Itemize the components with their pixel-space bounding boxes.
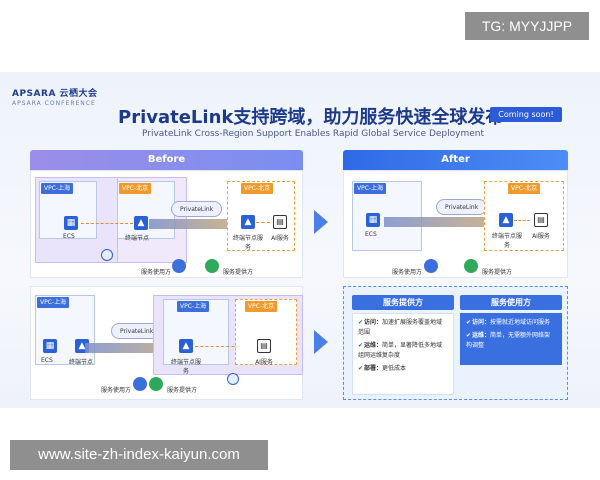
service-user-label: 服务使用方 (392, 269, 423, 276)
watermark-top: TG: MYYJJPP (465, 12, 589, 40)
check-icon: ✔ (358, 342, 364, 349)
after-diagram-1: VPC-上海 ▦ ECS PrivateLink VPC-北京 ▲ 终端节点服务… (343, 170, 568, 278)
before-header: Before (30, 150, 303, 170)
user-icon (172, 259, 186, 273)
service-provider-label: 服务提供方 (482, 269, 513, 276)
link-dash (81, 223, 133, 224)
vpc-tag: VPC-上海 (41, 183, 74, 194)
user-icon (133, 377, 147, 391)
benefit-item: ✔访问：按需就近地域访问服务 (466, 319, 551, 326)
ai-service-label: AI服务 (271, 235, 289, 242)
check-icon: ✔ (358, 365, 364, 372)
endpoint-service-icon: ▲ (179, 339, 193, 353)
vpc-tag: VPC-北京 (508, 183, 541, 194)
ai-service-label: AI服务 (532, 233, 550, 240)
coming-soon-badge: Coming soon! (490, 107, 562, 122)
ecs-icon: ▦ (366, 213, 380, 227)
before-diagram-2: VPC-上海 ▦ ECS ▲ 终端节点 PrivateLink VPC-上海 ▲… (30, 286, 303, 400)
user-icon (424, 259, 438, 273)
provider-card-title: 服务提供方 (352, 295, 454, 310)
ecs-label: ECS (63, 233, 75, 240)
privatelink-band (149, 219, 239, 229)
privatelink-band (384, 217, 504, 227)
user-icon (205, 259, 219, 273)
globe-icon (101, 249, 113, 261)
ai-service-icon: ▤ (273, 215, 287, 229)
check-icon: ✔ (466, 332, 472, 339)
vpc-tag: VPC-上海 (37, 297, 70, 308)
slide-title: PrivateLink支持跨域，助力服务快速全球发布 (118, 107, 504, 128)
link-dash (514, 220, 530, 221)
ecs-icon: ▦ (64, 216, 78, 230)
service-provider-label: 服务提供方 (223, 269, 254, 276)
service-provider-label: 服务提供方 (167, 387, 198, 394)
endpoint-label: 终端节点 (125, 235, 150, 242)
vpc-tag: VPC-北京 (119, 183, 152, 194)
provider-card: ✔访问：加速扩展服务覆盖地域范围 ✔运维：简单，显著降低多地域组网运维复杂度 ✔… (352, 313, 454, 395)
watermark-bottom: www.site-zh-index-kaiyun.com (10, 440, 268, 470)
benefit-item: ✔运维：简单，显著降低多地域组网运维复杂度 (358, 342, 443, 359)
privatelink-cloud: PrivateLink (171, 201, 223, 217)
user-icon (149, 377, 163, 391)
link-dash (256, 222, 270, 223)
after-benefits: 服务提供方 服务使用方 ✔访问：加速扩展服务覆盖地域范围 ✔运维：简单，显著降低… (343, 286, 568, 400)
privatelink-band (85, 343, 195, 353)
ai-service-label: AI服务 (255, 359, 273, 366)
endpoint-label: 终端节点 (69, 359, 94, 366)
ai-service-icon: ▤ (257, 339, 271, 353)
vpc-tag: VPC-北京 (245, 301, 278, 312)
ecs-label: ECS (365, 231, 377, 238)
ai-service-icon: ▤ (534, 213, 548, 227)
after-header: After (343, 150, 568, 170)
brand-sub: APSARA CONFERENCE (12, 100, 96, 107)
privatelink-cloud: PrivateLink (436, 199, 488, 215)
globe-icon (227, 373, 239, 385)
benefit-item: ✔访问：加速扩展服务覆盖地域范围 (358, 319, 443, 336)
consumer-card: ✔访问：按需就近地域访问服务 ✔运维：简单，无需额外网络架构调整 (460, 313, 562, 365)
benefit-item: ✔部署：更低成本 (358, 365, 407, 372)
endpoint-icon: ▲ (134, 216, 148, 230)
vpc-tag: VPC-上海 (177, 301, 210, 312)
benefit-item: ✔运维：简单，无需额外网络架构调整 (466, 332, 551, 349)
slide: APSARA 云栖大会 APSARA CONFERENCE PrivateLin… (0, 72, 600, 408)
endpoint-service-icon: ▲ (241, 215, 255, 229)
transition-arrow-icon (314, 330, 328, 354)
transition-arrow-icon (314, 210, 328, 234)
ecs-icon: ▦ (43, 339, 57, 353)
brand-name: APSARA 云栖大会 (12, 89, 98, 99)
user-icon (464, 259, 478, 273)
vpc-tag: VPC-北京 (241, 183, 274, 194)
slide-subtitle: PrivateLink Cross-Region Support Enables… (142, 129, 485, 139)
before-diagram-1: VPC-上海 VPC-北京 ▦ ECS ▲ 终端节点 PrivateLink V… (30, 170, 303, 278)
brand-logo: APSARA 云栖大会 APSARA CONFERENCE (12, 86, 98, 107)
endpoint-service-icon: ▲ (499, 213, 513, 227)
consumer-card-title: 服务使用方 (460, 295, 562, 310)
endpoint-service-label: 终端节点服务 (491, 233, 522, 249)
ecs-label: ECS (41, 357, 53, 364)
service-user-label: 服务使用方 (141, 269, 172, 276)
endpoint-service-label: 终端节点服务 (232, 235, 263, 251)
link-dash (195, 346, 245, 347)
check-icon: ✔ (358, 319, 364, 326)
vpc-tag: VPC-上海 (354, 183, 387, 194)
check-icon: ✔ (466, 319, 472, 326)
service-user-label: 服务使用方 (101, 387, 132, 394)
endpoint-service-label: 终端节点服务 (170, 359, 201, 375)
